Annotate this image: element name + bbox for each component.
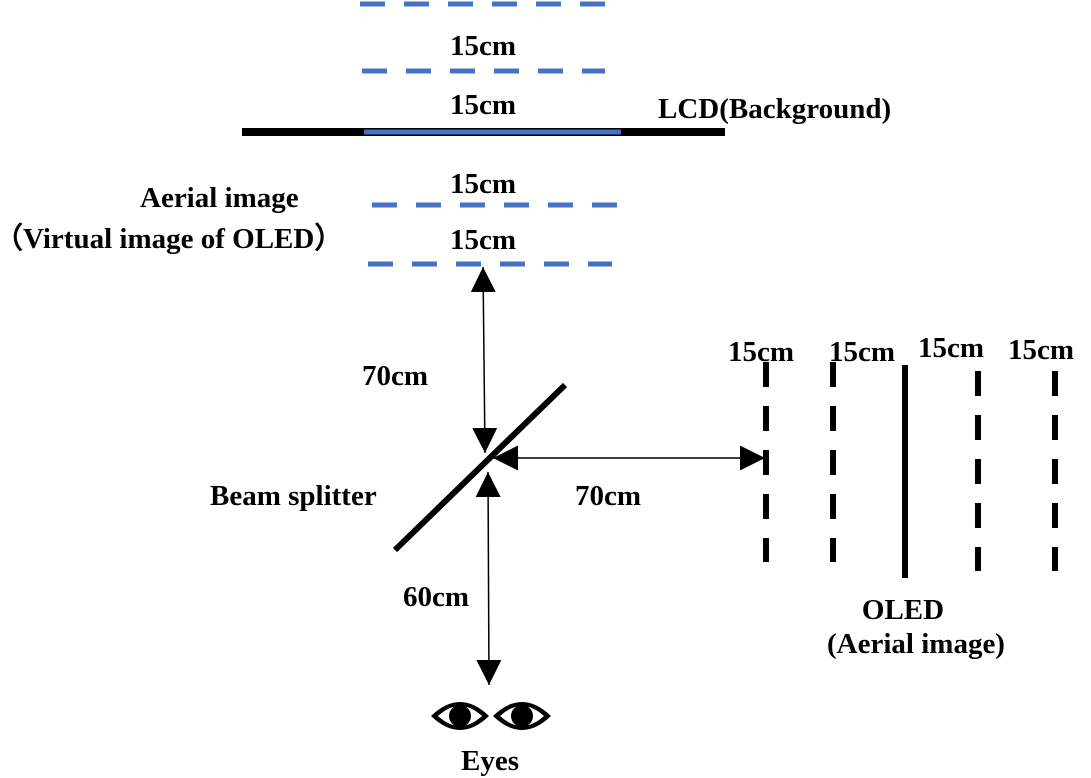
beam-splitter (392, 382, 568, 553)
oled-gap-label: 15cm (728, 336, 794, 368)
eye-distance-label: 60cm (403, 581, 469, 613)
oled-gap-label: 15cm (829, 336, 895, 368)
eye-distance-arrow (475, 471, 502, 686)
gap-label: 15cm (450, 89, 516, 121)
gap-label: 15cm (450, 168, 516, 200)
oled-gap-label: 15cm (918, 332, 984, 364)
beam-splitter-label: Beam splitter (210, 480, 377, 512)
side-distance-label: 70cm (575, 480, 641, 512)
gap-label: 15cm (450, 30, 516, 62)
upper-distance-label: 70cm (362, 360, 428, 392)
aerial-image-sublabel: （Virtual image of OLED） (0, 222, 343, 255)
aerial-image-label: Aerial image (140, 182, 299, 214)
oled-gap-label: 15cm (1008, 334, 1074, 366)
eyes-label: Eyes (461, 745, 519, 777)
right-eye-icon (493, 702, 551, 730)
upper-distance-arrow (470, 266, 498, 454)
lcd-label: LCD(Background) (658, 93, 891, 125)
gap-label: 15cm (450, 224, 516, 256)
left-eye-icon (431, 702, 489, 730)
oled-label: OLED (862, 594, 944, 626)
oled-sublabel: (Aerial image) (827, 628, 1005, 660)
